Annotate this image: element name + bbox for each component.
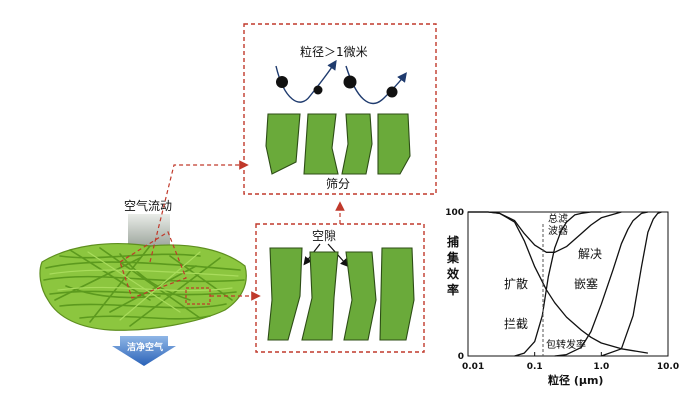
airflow-label: 空气流动 [124,198,172,213]
sieve-panel-frame [243,23,437,195]
svg-text:集: 集 [446,250,460,265]
particle-1 [276,76,288,88]
chart-y-axis-title: 捕 集 效 率 [446,234,460,297]
annotation-mpps: 包转发率 [546,338,586,351]
svg-text:捕: 捕 [447,234,459,249]
annotation-total-filter-2: 波器 [548,224,568,237]
clean-air-label: 洁净空气 [127,341,163,353]
airflow-arrow [128,214,170,248]
chart-ticks: 0.01 0.1 1.0 10.0 0 100 [445,208,679,372]
particle-3 [343,75,357,89]
sieve-zoom-region [119,231,187,299]
annotation-impaction: 嵌塞 [574,276,598,291]
annotation-interception: 拦截 [504,317,528,331]
filter-media: 空气流动 [39,198,247,366]
particle-4 [386,86,398,98]
annotation-diffusion: 扩散 [504,276,528,291]
series-line-4 [468,211,622,253]
x-tick-label: 1.0 [593,362,609,372]
gap-label: 空隙 [312,229,336,243]
gap-panel: 空隙 [255,223,425,353]
annotation-settling: 解决 [578,247,602,261]
series-line-1 [514,211,602,357]
gap-fibers [267,247,415,341]
gap-panel-frame [255,223,425,353]
sieve-fibers [265,113,411,175]
x-tick-label: 0.01 [462,362,484,372]
particle-2 [313,85,323,95]
particle-size-label: 粒径＞1微米 [300,44,368,59]
annotation-total-filter-1: 总滤 [548,212,568,225]
efficiency-chart: 0.01 0.1 1.0 10.0 0 100 捕 集 效 率 粒径 (μm) 总滤 波器… [445,208,679,387]
series-line-2 [554,211,649,357]
series-line-3 [601,211,662,357]
chart-plot-area [467,211,669,357]
chart-x-axis-title: 粒径 (μm) [548,373,603,387]
particle-path-1 [275,59,337,103]
y-tick-label: 0 [458,352,464,362]
chart-series [468,211,662,357]
svg-text:率: 率 [447,282,459,297]
clean-air-arrow [112,336,176,366]
particle-path-2 [345,65,407,104]
y-tick-label: 100 [445,208,464,218]
x-tick-label: 10.0 [657,362,679,372]
sieving-label: 筛分 [326,176,350,191]
connector-to-sieve [149,160,249,263]
x-tick-label: 0.1 [527,362,543,372]
sieve-panel: 粒径＞1微米 筛分 [243,23,437,195]
svg-text:效: 效 [447,266,460,281]
